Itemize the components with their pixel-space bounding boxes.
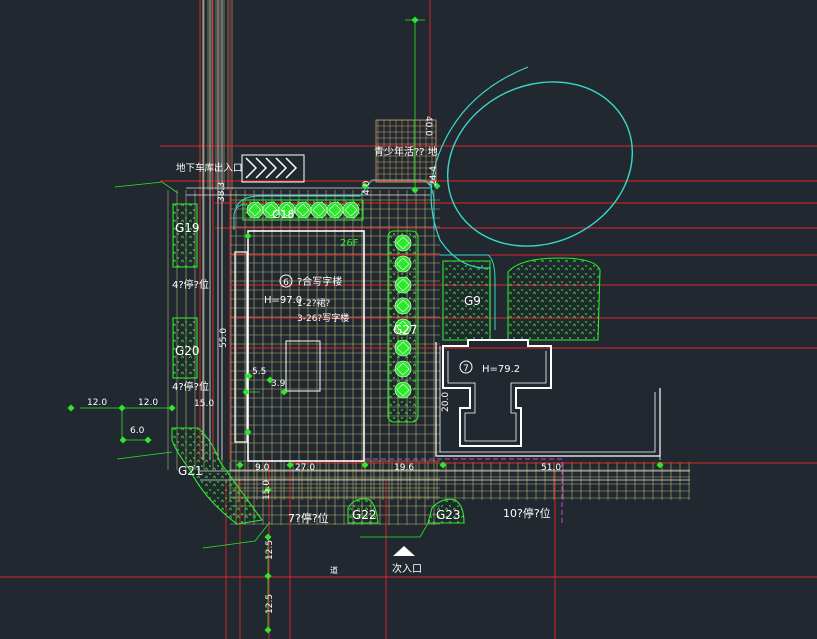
- g19-label: G19: [175, 221, 200, 235]
- dim-15-0-a: 15.0: [194, 399, 214, 409]
- zone-g22: [347, 498, 379, 524]
- tree-icon: [394, 381, 412, 399]
- garage-ramp: [241, 154, 305, 183]
- dim-12-0-b: 12.0: [138, 398, 158, 408]
- tree-icon: [394, 234, 412, 252]
- dim-40-0: 40.0: [423, 116, 433, 136]
- buildings: [234, 230, 661, 462]
- g27-label: G27: [393, 323, 418, 337]
- dimension-labels: 12.0 12.0 15.0 6.0 5.5 3.9 9.0 27.0 19.6…: [87, 116, 561, 614]
- tree-icon: [394, 255, 412, 273]
- white-labels: 地下车库出入口 青少年活?? 地 ?合写字楼 H=97.0 1-2?裙? 3-2…: [172, 145, 551, 575]
- road-label: 道: [330, 565, 338, 575]
- zone-g21: [171, 427, 263, 525]
- zone-g23: [427, 498, 465, 524]
- dim-20-0: 20.0: [441, 392, 451, 412]
- road-edges: [186, 0, 690, 481]
- tree-icon: [394, 297, 412, 315]
- ramp-chevrons-icon: [245, 157, 298, 179]
- zone-labels: G19 G20 G21 G22 G23 G27 G9 G18: [175, 208, 481, 522]
- tree-icon: [394, 339, 412, 357]
- tree-icon: [310, 201, 328, 219]
- building-7: [442, 339, 552, 447]
- parking-10-label: 10?停?位: [503, 506, 551, 520]
- tree-icon: [326, 201, 344, 219]
- zone-east-garden: [507, 257, 601, 341]
- g23-label: G23: [436, 508, 461, 522]
- tree-icon: [394, 276, 412, 294]
- dimension-ticks: [67, 16, 664, 634]
- dim-12-5-a: 12.5: [265, 540, 275, 560]
- tree-icon: [262, 201, 280, 219]
- magenta-boundary: [365, 458, 563, 525]
- office-floors-1: 1-2?裙?: [297, 297, 330, 309]
- office-building-6: [247, 230, 365, 462]
- g20-label: G20: [175, 344, 200, 358]
- youth-center-label: 青少年活?? 地: [374, 145, 438, 158]
- parking-4a-label: 4?停?位: [172, 278, 209, 291]
- dim-3-9: 3.9: [271, 379, 286, 389]
- dim-51-0: 51.0: [541, 463, 561, 473]
- tree-icon: [394, 318, 412, 336]
- youth-center-paving: [375, 119, 437, 183]
- secondary-entrance-label: 次入口: [392, 562, 422, 575]
- dim-4-0: 4.0: [362, 180, 372, 195]
- building-7-height: H=79.2: [482, 364, 520, 375]
- dim-15-0-b: 15.0: [262, 480, 272, 500]
- g22-label: G22: [352, 508, 377, 522]
- site-grid: [167, 0, 690, 525]
- g9-right-label: G9: [464, 294, 481, 308]
- building-7-marker: 7: [459, 360, 473, 374]
- parking-7-label: 7?停?位: [288, 511, 329, 525]
- leader-lines: [80, 19, 431, 630]
- dim-9-0: 9.0: [255, 463, 270, 473]
- tree-icon: [294, 201, 312, 219]
- dim-6-0: 6.0: [130, 426, 145, 436]
- tree-symbols: [246, 201, 412, 399]
- g21-label: G21: [178, 464, 203, 478]
- dim-38-3: 38.3: [217, 182, 227, 202]
- dim-55-0: 55.0: [219, 328, 229, 348]
- zone-g20: [172, 317, 198, 379]
- secondary-entrance-arrow-icon: [393, 546, 415, 556]
- zone-g19: [172, 203, 198, 268]
- tree-icon: [246, 201, 264, 219]
- building-6-marker: 6: [279, 274, 293, 288]
- dim-19-6: 19.6: [394, 463, 414, 473]
- floors-26f-label: 26F: [340, 238, 359, 249]
- tree-icon: [342, 201, 360, 219]
- underground-entrance-label: 地下车库出入口: [176, 162, 243, 174]
- tree-icon: [394, 360, 412, 378]
- parking-4b-label: 4?停?位: [172, 380, 209, 393]
- dim-12-0-a: 12.0: [87, 398, 107, 408]
- office-floors-2: 3-26?写字楼: [297, 312, 349, 324]
- circle-7-label: 7: [463, 364, 469, 374]
- dim-12-5-b: 12.5: [265, 594, 275, 614]
- dim-24-4: 24.4: [429, 166, 439, 186]
- office-building-label: ?合写字楼: [297, 275, 342, 288]
- office-height-label: H=97.0: [264, 295, 302, 306]
- g-top-label: G18: [272, 208, 295, 221]
- dim-27-0: 27.0: [295, 463, 315, 473]
- dim-5-5: 5.5: [252, 367, 266, 377]
- circle-6-label: 6: [283, 278, 289, 288]
